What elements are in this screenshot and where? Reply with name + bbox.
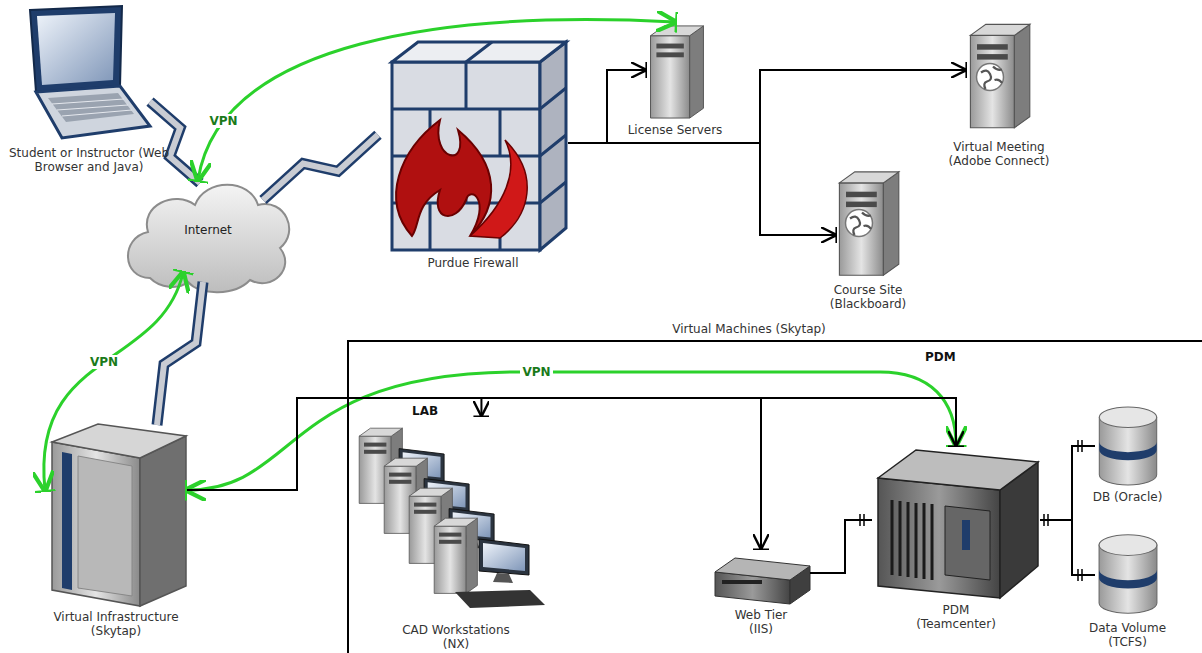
node-label: Virtual Infrastructure (Skytap) <box>36 610 196 638</box>
node-label: Purdue Firewall <box>427 256 518 270</box>
region-band: Virtual Machines (Skytap)CAD Workstation… <box>347 340 1202 653</box>
node-label: DB (Oracle) <box>1093 490 1163 504</box>
node-label: PDM (Teamcenter) <box>909 603 1004 631</box>
device-node: Data Volume (TCFS) <box>1095 530 1160 618</box>
node-label: Course Site (Blackboard) <box>818 283 918 311</box>
node-label: Virtual Machines (Skytap) <box>672 322 826 336</box>
vpn-tunnel <box>44 273 183 490</box>
link-bolt <box>150 102 200 183</box>
device-node: Virtual Infrastructure (Skytap) <box>45 425 187 607</box>
node-label: Internet <box>128 175 288 285</box>
node-label: License Servers <box>628 123 723 137</box>
device-node: DB (Oracle) <box>1095 405 1160 487</box>
node-label: Student or Instructor (Web Browser and J… <box>4 146 174 174</box>
device-node: Virtual Meeting (Adobe Connect) <box>965 15 1033 137</box>
device-node: CAD Workstations (NX) <box>350 415 562 620</box>
device-node: PDM (Teamcenter) <box>872 445 1040 600</box>
vpn-tunnel <box>187 372 956 490</box>
device-node: Web Tier (IIS) <box>712 548 810 605</box>
node-label: Virtual Meeting (Adobe Connect) <box>937 140 1062 168</box>
device-node: Student or Instructor (Web Browser and J… <box>5 5 155 143</box>
edge-label: VPN <box>88 355 120 369</box>
node-label: Web Tier (IIS) <box>726 608 796 636</box>
network-link <box>568 143 835 235</box>
group-label: PDM <box>925 350 956 364</box>
network-link <box>1040 520 1095 575</box>
node-label: CAD Workstations (NX) <box>394 623 519 651</box>
edge-label: VPN <box>520 365 552 379</box>
device-node: Internet <box>128 175 288 285</box>
edge-label: VPN <box>208 114 240 128</box>
network-link <box>187 398 761 548</box>
network-link <box>810 520 872 573</box>
device-node: License Servers <box>645 22 705 120</box>
device-node: Course Site (Blackboard) <box>835 165 901 280</box>
link-bolt <box>157 282 203 425</box>
network-link <box>187 398 956 490</box>
node-label: Data Volume (TCFS) <box>1080 621 1175 649</box>
network-link <box>1040 446 1095 520</box>
vpn-tunnel <box>198 20 675 180</box>
device-node: Purdue Firewall <box>378 38 568 253</box>
network-link <box>187 398 481 490</box>
group-label: LAB <box>412 404 438 418</box>
network-link <box>568 70 965 143</box>
link-bolt <box>263 135 378 200</box>
